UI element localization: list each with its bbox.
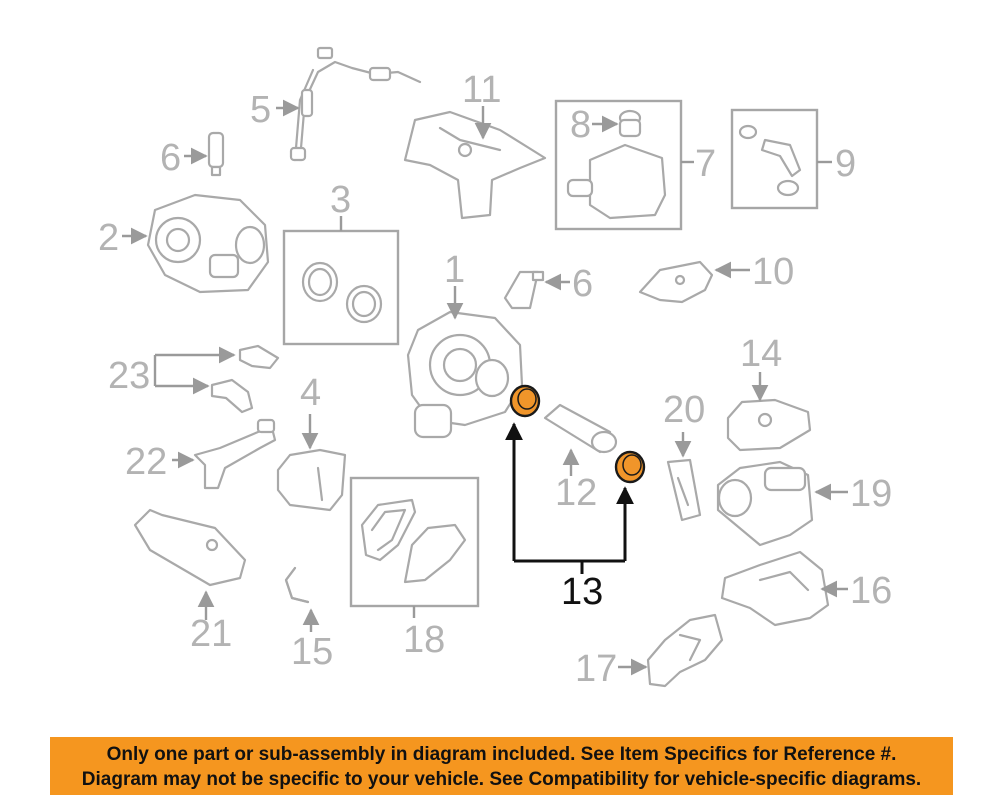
part-2-pump [146, 193, 270, 294]
callout-8: 8 [570, 104, 591, 146]
disclaimer-line-1: Only one part or sub-assembly in diagram… [106, 744, 897, 765]
callout-14: 14 [740, 333, 782, 375]
part-1-turbocharger [406, 310, 524, 439]
callout-17: 17 [575, 648, 617, 690]
callout-18: 18 [403, 619, 445, 661]
part-21-shield [133, 508, 247, 587]
part-6-sensor-upper [207, 131, 225, 177]
part-19-actuator [716, 460, 814, 547]
callout-9: 9 [835, 143, 856, 185]
part-18-gasket-bracket [360, 498, 467, 584]
callout-2: 2 [98, 217, 119, 259]
part-9-hose [738, 124, 802, 197]
callout-19: 19 [850, 473, 892, 515]
callout-4: 4 [300, 372, 321, 414]
callout-1: 1 [444, 249, 465, 291]
part-3-seals [301, 261, 383, 324]
part-17-bracket [646, 613, 724, 688]
part-12-pipe [543, 403, 618, 454]
callout-6-center: 6 [572, 263, 593, 305]
part-3-box [282, 229, 400, 346]
part-13-seal-right [614, 450, 646, 484]
disclaimer-banner: Only one part or sub-assembly in diagram… [50, 737, 953, 795]
callout-16: 16 [850, 570, 892, 612]
part-14-module [726, 398, 812, 452]
callout-11: 11 [462, 69, 501, 111]
part-8-cap [618, 109, 642, 138]
part-11-heat-shield [403, 110, 547, 220]
callout-6-upper: 6 [160, 137, 181, 179]
callout-22: 22 [125, 441, 167, 483]
part-7-box [554, 99, 683, 231]
disclaimer-line-2: Diagram may not be specific to your vehi… [81, 769, 922, 790]
parts-diagram: 5 6 2 3 11 8 7 [98, 46, 892, 690]
part-10-bracket [638, 260, 714, 304]
part-7-reservoir [566, 143, 667, 220]
part-5-hose-assembly [289, 46, 422, 162]
part-23-brackets [210, 344, 280, 414]
callout-5: 5 [250, 89, 271, 131]
part-16-shield [720, 550, 830, 627]
callout-10: 10 [752, 251, 794, 293]
part-22-pipe [193, 418, 277, 490]
part-20-bracket [666, 458, 702, 522]
callout-13: 13 [561, 571, 603, 613]
part-4-bracket [276, 448, 347, 512]
part-15-hose [284, 566, 310, 604]
callout-15: 15 [291, 631, 333, 673]
callout-3: 3 [330, 179, 351, 221]
part-6-sensor-center [503, 270, 545, 310]
part-13-seal-left [509, 384, 541, 418]
callout-21: 21 [190, 613, 232, 655]
part-9-box [730, 108, 819, 210]
callout-23: 23 [108, 355, 150, 397]
callout-12: 12 [555, 472, 597, 514]
callout-7: 7 [695, 143, 716, 185]
callout-20: 20 [663, 389, 705, 431]
